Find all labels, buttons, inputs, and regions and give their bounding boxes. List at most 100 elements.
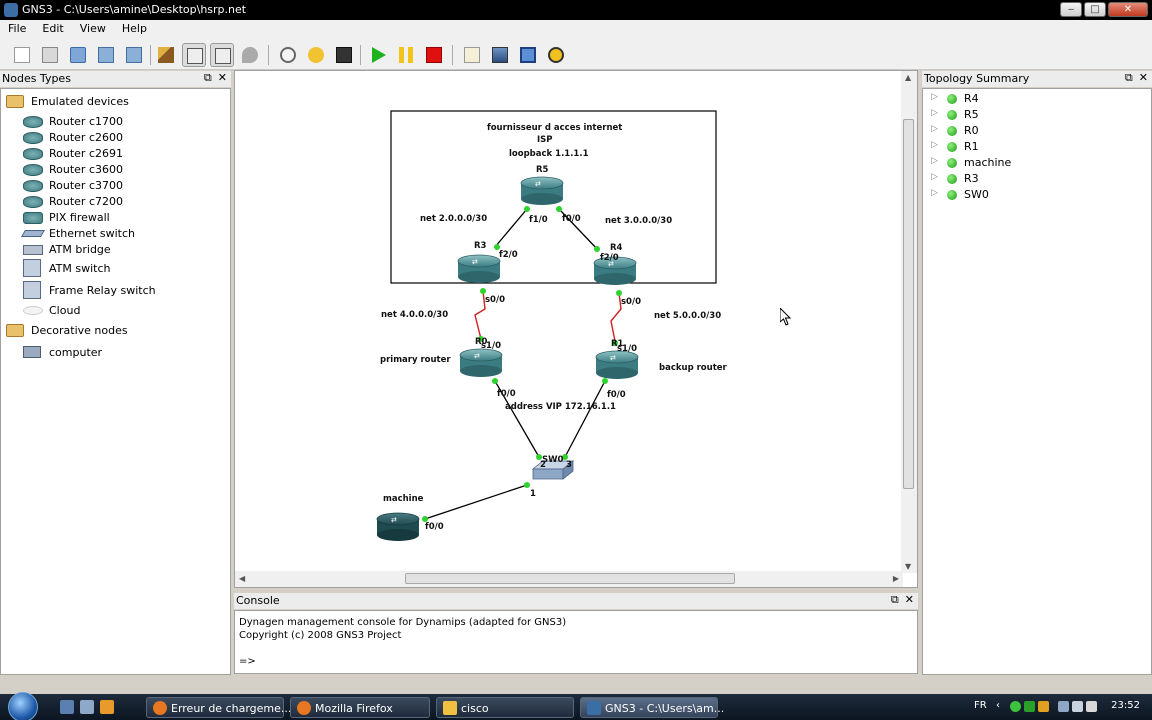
node-computer[interactable]: computer	[1, 345, 227, 361]
horizontal-scroll-thumb[interactable]	[405, 573, 735, 584]
group-emulated-devices[interactable]: Emulated devices	[1, 94, 227, 110]
node-frame-relay-switch[interactable]: Frame Relay switch	[1, 281, 227, 299]
console-prompt[interactable]: =>	[239, 656, 256, 667]
show-hostnames-button[interactable]	[210, 43, 234, 67]
network-status-icon[interactable]	[1010, 701, 1021, 712]
switch-windows-icon[interactable]	[80, 700, 94, 714]
close-button[interactable]: ✕	[1108, 2, 1148, 17]
draw-rectangle-button[interactable]	[516, 43, 540, 67]
insert-image-button[interactable]	[488, 43, 512, 67]
node-router-c3600[interactable]: Router c3600	[1, 162, 227, 178]
tray-app-icon[interactable]	[1038, 701, 1049, 712]
topology-item-r1[interactable]: ▷R1	[931, 140, 979, 153]
clock[interactable]: 23:52	[1111, 700, 1140, 711]
task-cisco[interactable]: cisco	[436, 697, 574, 718]
clear-button[interactable]	[154, 43, 178, 67]
router-r1[interactable]: ⇄	[595, 350, 639, 379]
sw0-label: SW0	[542, 455, 563, 465]
start-button[interactable]	[8, 692, 38, 720]
float-icon[interactable]: ⧉	[203, 71, 212, 84]
timer-button[interactable]	[276, 43, 300, 67]
router-icon	[23, 196, 43, 208]
close-icon[interactable]: ✕	[217, 71, 227, 84]
router-r3[interactable]: ⇄	[457, 254, 501, 283]
expand-arrow-icon[interactable]: ▷	[931, 140, 938, 150]
expand-arrow-icon[interactable]: ▷	[931, 188, 938, 198]
close-icon[interactable]: ✕	[904, 593, 914, 606]
node-atm-switch[interactable]: ATM switch	[1, 259, 227, 277]
task-erreur-de-chargement[interactable]: Erreur de chargeme...	[146, 697, 291, 718]
console-panel[interactable]: Dynagen management console for Dynamips …	[234, 610, 918, 674]
task-gns3[interactable]: GNS3 - C:\Users\am...	[580, 697, 724, 718]
topology-canvas[interactable]: ⇄ ⇄ ⇄ ⇄ ⇄ ⇄	[234, 70, 918, 588]
float-icon[interactable]: ⧉	[1124, 71, 1133, 84]
media-player-icon[interactable]	[100, 700, 114, 714]
show-hidden-icons-icon[interactable]: ‹	[996, 700, 1000, 711]
scroll-up-icon[interactable]: ▲	[905, 73, 912, 82]
topology-item-machine[interactable]: ▷machine	[931, 156, 1012, 169]
expand-arrow-icon[interactable]: ▷	[931, 156, 938, 166]
close-icon[interactable]: ✕	[1138, 71, 1148, 84]
expand-arrow-icon[interactable]: ▷	[931, 108, 938, 118]
save-button[interactable]	[94, 43, 118, 67]
menu-edit[interactable]: Edit	[42, 22, 64, 35]
float-icon[interactable]: ⧉	[890, 593, 899, 606]
node-router-c7200[interactable]: Router c7200	[1, 194, 227, 210]
console-button[interactable]	[332, 43, 356, 67]
topology-item-r3[interactable]: ▷R3	[931, 172, 979, 185]
volume-icon[interactable]	[1086, 701, 1097, 712]
draw-ellipse-button[interactable]	[544, 43, 568, 67]
capture-button[interactable]	[238, 43, 262, 67]
router-r5[interactable]: ⇄	[520, 176, 564, 205]
menu-view[interactable]: View	[79, 22, 106, 35]
nodes-panel-header: Nodes Types ⧉✕	[0, 71, 231, 87]
node-ethernet-switch[interactable]: Ethernet switch	[1, 226, 227, 242]
group-decorative-nodes[interactable]: Decorative nodes	[1, 323, 227, 339]
node-router-c1700[interactable]: Router c1700	[1, 114, 227, 130]
expand-arrow-icon[interactable]: ▷	[931, 92, 938, 102]
safely-remove-icon[interactable]	[1058, 701, 1069, 712]
router-r0[interactable]: ⇄	[459, 348, 503, 377]
node-atm-bridge[interactable]: ATM bridge	[1, 242, 227, 258]
node-router-c2600[interactable]: Router c2600	[1, 130, 227, 146]
undo-button[interactable]	[304, 43, 328, 67]
show-desktop-icon[interactable]	[60, 700, 74, 714]
language-indicator[interactable]: FR	[974, 700, 987, 711]
expand-arrow-icon[interactable]: ▷	[931, 124, 938, 134]
node-pix-firewall[interactable]: PIX firewall	[1, 210, 227, 226]
canvas-horizontal-scrollbar[interactable]: ◀ ▶	[235, 571, 903, 587]
canvas-vertical-scrollbar[interactable]: ▲ ▼	[901, 71, 917, 573]
topology-diagram: ⇄ ⇄ ⇄ ⇄ ⇄ ⇄	[376, 110, 728, 541]
topology-item-sw0[interactable]: ▷SW0	[931, 188, 989, 201]
stop-button[interactable]	[422, 43, 446, 67]
vertical-scroll-thumb[interactable]	[903, 119, 914, 489]
node-router-c3700[interactable]: Router c3700	[1, 178, 227, 194]
expand-arrow-icon[interactable]: ▷	[931, 172, 938, 182]
menu-file[interactable]: File	[8, 22, 27, 35]
open-snapshot-button[interactable]	[38, 43, 62, 67]
scroll-right-icon[interactable]: ▶	[892, 574, 899, 583]
topology-item-r5[interactable]: ▷R5	[931, 108, 979, 121]
show-interface-labels-button[interactable]	[182, 43, 206, 67]
pause-button[interactable]	[394, 43, 418, 67]
task-mozilla-firefox[interactable]: Mozilla Firefox	[290, 697, 430, 718]
router-machine[interactable]: ⇄	[376, 512, 420, 541]
node-cloud[interactable]: Cloud	[1, 303, 227, 319]
menu-help[interactable]: Help	[121, 22, 147, 35]
new-button[interactable]	[10, 43, 34, 67]
topology-item-r4[interactable]: ▷R4	[931, 92, 979, 105]
network-icon[interactable]	[1072, 701, 1083, 712]
save-as-button[interactable]	[122, 43, 146, 67]
add-note-button[interactable]	[460, 43, 484, 67]
switch-sw0[interactable]	[531, 460, 575, 480]
minimize-button[interactable]: ‒	[1060, 2, 1082, 17]
restore-button[interactable]: □	[1084, 2, 1106, 17]
start-button[interactable]	[366, 43, 390, 67]
tray-app-icon[interactable]	[1024, 701, 1035, 712]
scroll-down-icon[interactable]: ▼	[905, 562, 912, 571]
node-router-c2691[interactable]: Router c2691	[1, 146, 227, 162]
scroll-left-icon[interactable]: ◀	[239, 574, 246, 583]
router-r4[interactable]: ⇄	[593, 256, 637, 285]
topology-item-r0[interactable]: ▷R0	[931, 124, 979, 137]
open-button[interactable]	[66, 43, 90, 67]
